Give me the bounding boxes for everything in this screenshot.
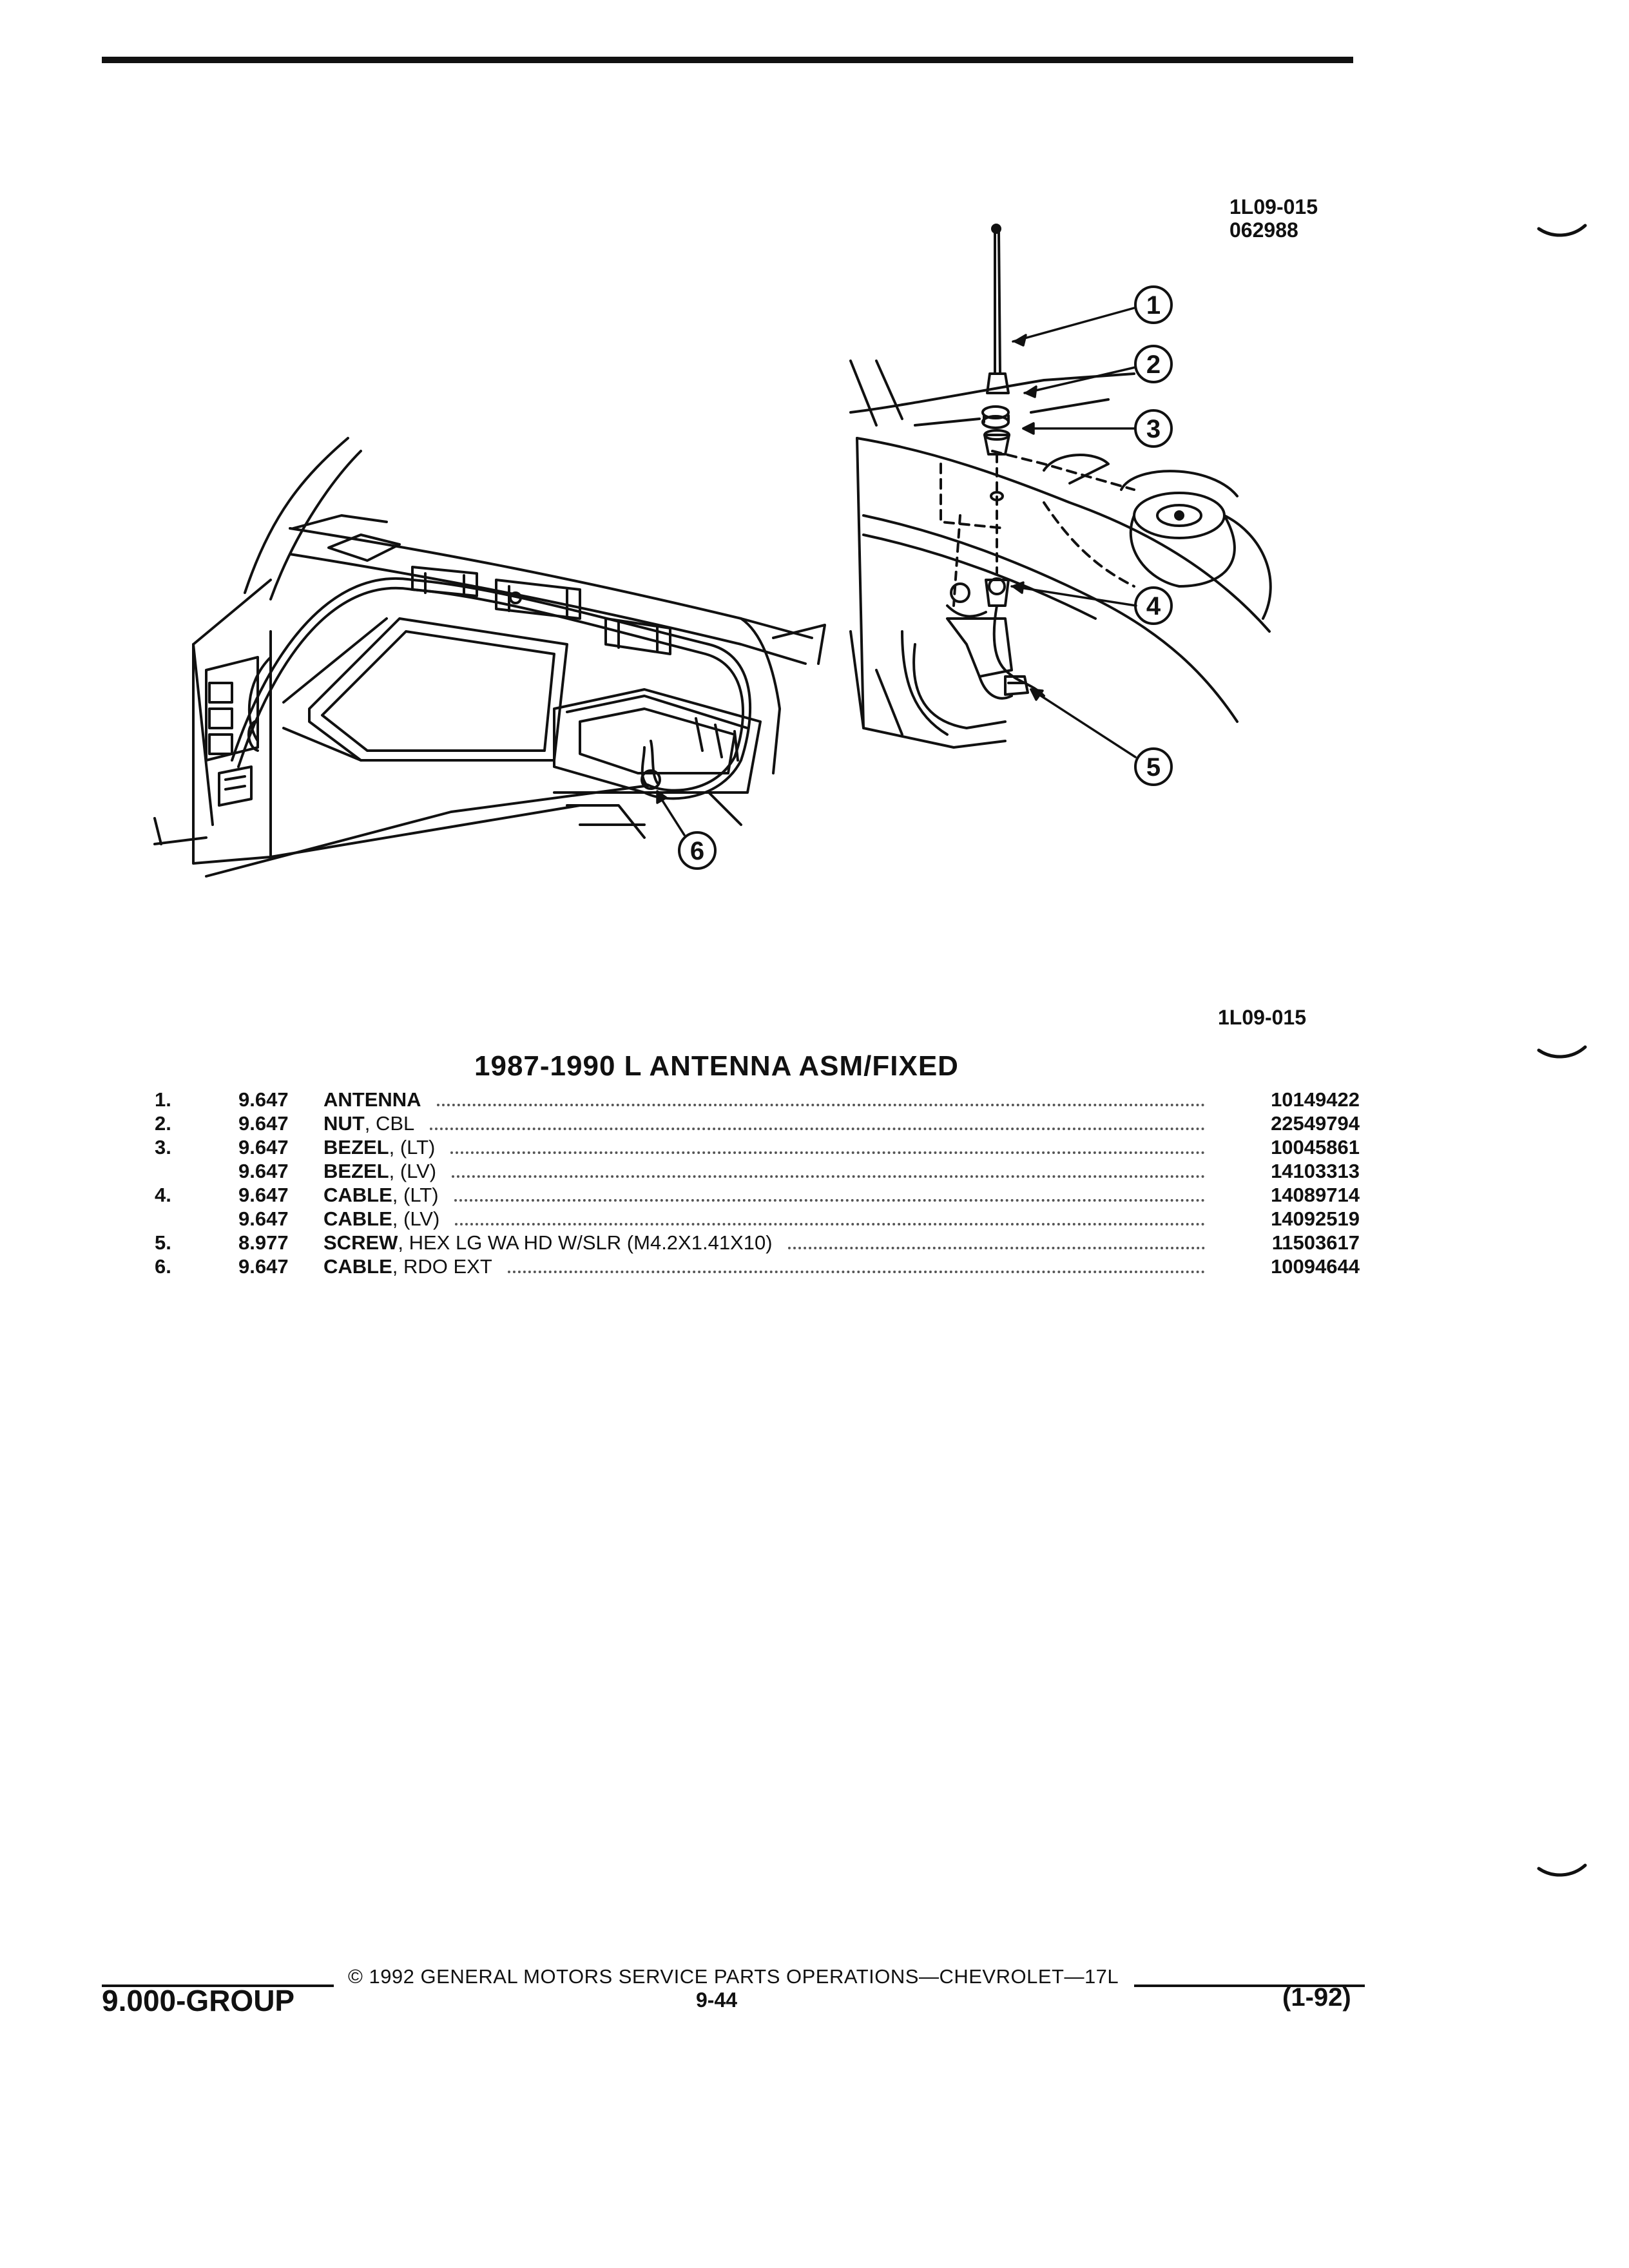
part-row: 5. 8.977 SCREW, HEX LG WA HD W/SLR (M4.2X1… xyxy=(155,1231,1366,1254)
part-group-code: 9.647 xyxy=(238,1184,289,1206)
part-row: 3. 9.647 BEZEL, (LT) 10045861 xyxy=(155,1135,1366,1159)
footer-rule-right xyxy=(1134,1984,1365,1987)
footer-rule-left xyxy=(102,1984,334,1987)
part-name: ANTENNA xyxy=(323,1088,421,1111)
part-index: 1. xyxy=(155,1088,171,1111)
part-name: BEZEL, (LV) xyxy=(323,1159,436,1183)
part-index: 4. xyxy=(155,1184,171,1206)
part-description: , (LT) xyxy=(392,1184,439,1206)
part-name-text: ANTENNA xyxy=(323,1088,421,1111)
part-description: , HEX LG WA HD W/SLR (M4.2X1.41X10) xyxy=(398,1231,773,1254)
part-name-text: CABLE xyxy=(323,1207,392,1230)
part-name-text: NUT xyxy=(323,1112,365,1135)
part-name: NUT, CBL xyxy=(323,1111,414,1135)
part-name-text: BEZEL xyxy=(323,1136,389,1158)
figure-code-bottom: 1L09-015 xyxy=(1218,1006,1306,1029)
leader-dots xyxy=(430,1128,1205,1130)
part-row: 4. 9.647 CABLE, (LT) 14089714 xyxy=(155,1183,1366,1207)
section-title: 1987-1990 L ANTENNA ASM/FIXED xyxy=(474,1050,959,1082)
part-row: 9.647 BEZEL, (LV) 14103313 xyxy=(155,1159,1366,1183)
callout-5 xyxy=(1134,747,1173,786)
part-number: 22549794 xyxy=(1271,1112,1360,1135)
callout-3 xyxy=(1134,409,1173,448)
part-row: 9.647 CABLE, (LV) 14092519 xyxy=(155,1207,1366,1231)
margin-marks xyxy=(1537,224,1587,1877)
leader-dots xyxy=(450,1151,1205,1154)
part-index: 5. xyxy=(155,1231,171,1254)
callout-leaders xyxy=(656,307,1137,836)
callout-6 xyxy=(678,831,717,870)
part-number: 10094644 xyxy=(1271,1255,1360,1278)
part-name: CABLE, RDO EXT xyxy=(323,1254,492,1278)
part-description: , (LV) xyxy=(392,1207,440,1230)
part-number: 10045861 xyxy=(1271,1136,1360,1158)
footer-group: 9.000-GROUP xyxy=(102,1984,295,2017)
callout-1 xyxy=(1134,285,1173,324)
part-group-code: 9.647 xyxy=(238,1255,289,1278)
callout-label-4: 4 xyxy=(1146,592,1161,620)
part-name-text: BEZEL xyxy=(323,1160,389,1182)
fender-drawing xyxy=(849,224,1272,749)
footer-copyright: © 1992 GENERAL MOTORS SERVICE PARTS OPER… xyxy=(348,1965,1119,1988)
callout-bubbles xyxy=(678,285,1173,870)
instrument-panel-drawing xyxy=(153,437,826,878)
part-description: , RDO EXT xyxy=(392,1255,492,1278)
leader-dots xyxy=(452,1175,1205,1178)
callout-label-2: 2 xyxy=(1146,351,1161,379)
leader-dots xyxy=(455,1223,1205,1225)
leader-dots xyxy=(437,1104,1205,1106)
part-index: 2. xyxy=(155,1112,171,1135)
part-number: 14089714 xyxy=(1271,1184,1360,1206)
figure-date-code: 062988 xyxy=(1229,218,1298,242)
callout-label-5: 5 xyxy=(1146,753,1161,782)
part-number: 14092519 xyxy=(1271,1207,1360,1230)
part-description: , CBL xyxy=(364,1112,415,1135)
part-name: BEZEL, (LT) xyxy=(323,1135,435,1159)
part-name-text: CABLE xyxy=(323,1255,392,1278)
callout-label-3: 3 xyxy=(1146,415,1161,443)
callout-label-6: 6 xyxy=(690,837,704,865)
part-name: SCREW, HEX LG WA HD W/SLR (M4.2X1.41X10) xyxy=(323,1231,773,1254)
part-description: , (LV) xyxy=(389,1160,437,1182)
part-description: , (LT) xyxy=(389,1136,436,1158)
top-rule xyxy=(102,57,1353,63)
callout-label-1: 1 xyxy=(1146,291,1161,320)
part-row: 2. 9.647 NUT, CBL 22549794 xyxy=(155,1111,1366,1135)
part-name: CABLE, (LT) xyxy=(323,1183,439,1207)
callout-2 xyxy=(1134,345,1173,383)
part-name-text: CABLE xyxy=(323,1184,392,1206)
part-group-code: 9.647 xyxy=(238,1136,289,1158)
part-row: 6. 9.647 CABLE, RDO EXT 10094644 xyxy=(155,1254,1366,1278)
figure-code-top: 1L09-015 xyxy=(1229,195,1318,218)
part-number: 14103313 xyxy=(1271,1160,1360,1182)
part-row: 1. 9.647 ANTENNA 10149422 xyxy=(155,1088,1366,1111)
part-name-text: SCREW xyxy=(323,1231,398,1254)
part-name: CABLE, (LV) xyxy=(323,1207,439,1231)
part-group-code: 9.647 xyxy=(238,1088,289,1111)
part-number: 10149422 xyxy=(1271,1088,1360,1111)
part-group-code: 9.647 xyxy=(238,1160,289,1182)
footer-page-number: 9-44 xyxy=(696,1988,738,2012)
callout-4 xyxy=(1134,586,1173,625)
part-number: 11503617 xyxy=(1271,1231,1360,1254)
leader-dots xyxy=(454,1199,1205,1202)
part-group-code: 8.977 xyxy=(238,1231,289,1254)
part-index: 6. xyxy=(155,1255,171,1278)
leader-dots xyxy=(788,1247,1205,1249)
part-group-code: 9.647 xyxy=(238,1112,289,1135)
part-index: 3. xyxy=(155,1136,171,1158)
part-group-code: 9.647 xyxy=(238,1207,289,1230)
footer-revision: (1-92) xyxy=(1282,1983,1351,2012)
leader-dots xyxy=(508,1271,1205,1273)
